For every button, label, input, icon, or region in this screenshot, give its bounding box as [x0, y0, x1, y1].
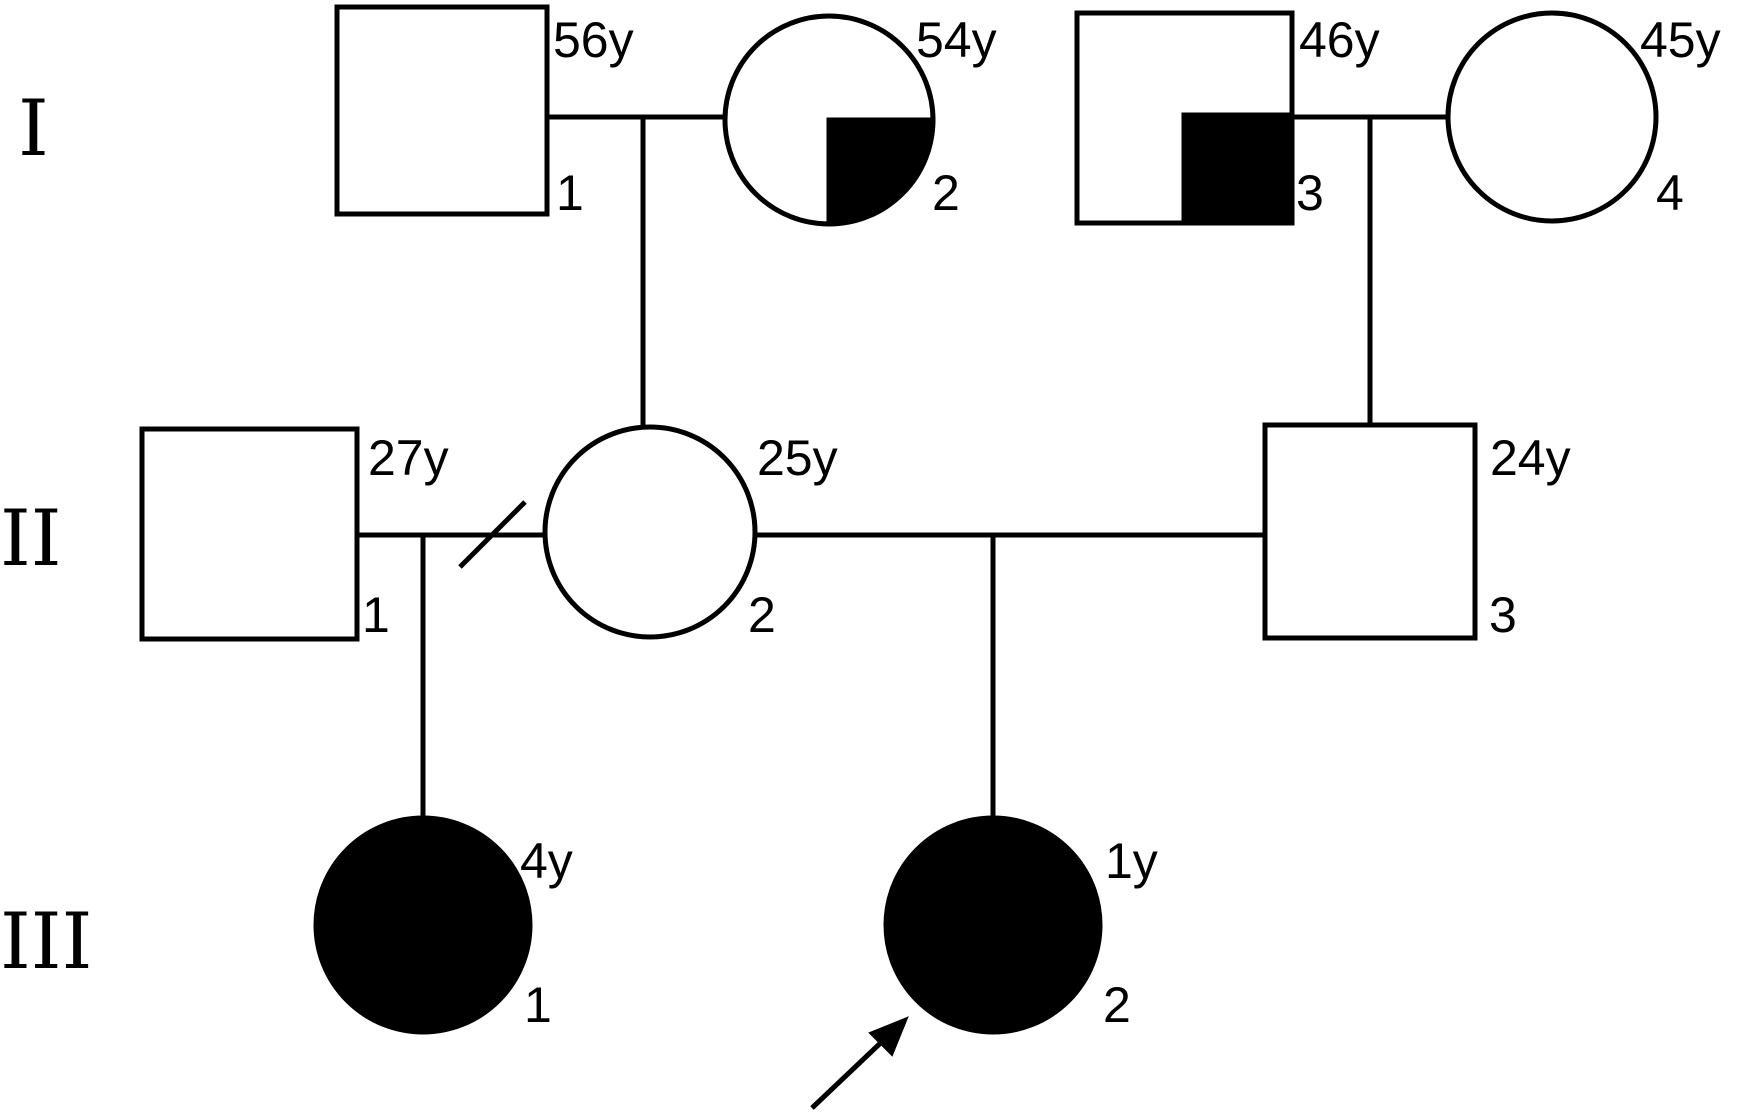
individual-iii1-age: 4y: [520, 833, 573, 889]
individual-i2-age: 54y: [916, 12, 997, 68]
individual-i1-age: 56y: [553, 12, 634, 68]
individual-i3-affected-quadrant: [1181, 112, 1295, 226]
individual-i1-male-symbol: [334, 4, 550, 217]
individual-iii2-number: 2: [1103, 977, 1131, 1033]
individual-iii2-female-affected-symbol: [883, 815, 1103, 1035]
individual-i4-age: 45y: [1640, 12, 1721, 68]
individual-ii1-age: 27y: [368, 430, 449, 486]
individual-iii2-age: 1y: [1105, 833, 1158, 889]
individual-iii1-female-affected-symbol: [313, 815, 533, 1035]
generation-label-i: I: [18, 84, 49, 174]
individual-i4-number: 4: [1656, 165, 1684, 221]
individual-iii1-number: 1: [524, 977, 552, 1033]
individual-ii3-age: 24y: [1490, 430, 1571, 486]
individual-i2-affected-quadrant: [829, 120, 933, 224]
generation-label-iii: III: [0, 897, 92, 987]
divorce-mark: [458, 500, 527, 569]
individual-i3-number: 3: [1296, 165, 1324, 221]
individual-ii3-male-symbol: [1262, 422, 1478, 641]
individual-i2-quadrant-outline: [826, 117, 933, 224]
individual-i2-number: 2: [932, 165, 960, 221]
individual-ii1-number: 1: [362, 587, 390, 643]
individual-ii3-number: 3: [1489, 587, 1517, 643]
individual-ii2-age: 25y: [757, 430, 838, 486]
individual-i1-number: 1: [556, 165, 584, 221]
proband-arrow-icon: [810, 1016, 909, 1110]
individual-ii2-number: 2: [748, 587, 776, 643]
individual-ii1-male-symbol: [139, 426, 360, 642]
individual-i4-female-symbol: [1445, 10, 1659, 224]
generation-label-ii: II: [0, 494, 62, 584]
individual-i3-age: 46y: [1299, 12, 1380, 68]
individual-ii2-female-symbol: [542, 424, 758, 640]
